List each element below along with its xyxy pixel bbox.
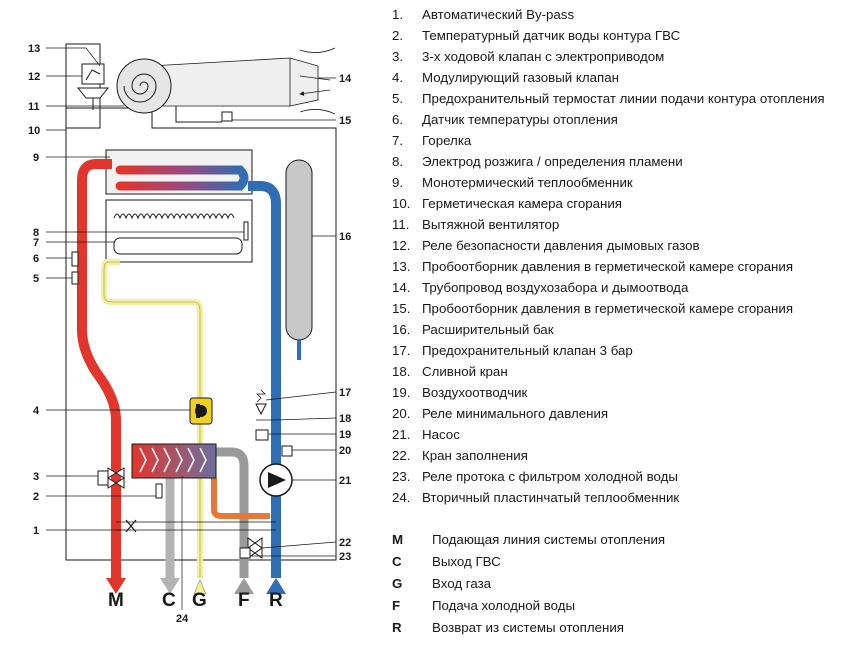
- flue-duct: [149, 57, 319, 107]
- burner: [113, 237, 243, 255]
- bypass-pipe: [116, 521, 276, 531]
- boiler-diagram: 13 12 11 10 9 8 7 6 5 4 3 2 1 14 15 16 1…: [28, 43, 352, 625]
- gas-inlet-arrow: [193, 579, 207, 595]
- label-R: R: [269, 590, 283, 611]
- return-inlet-arrow: [266, 578, 286, 594]
- ignition-electrode: [243, 221, 249, 241]
- flow-temperature-sensor: [71, 251, 79, 267]
- plate-hx-return-pipe: [211, 478, 270, 519]
- flow-switch: [239, 547, 251, 559]
- cold-water-pipe: [212, 447, 249, 578]
- label-M: M: [108, 590, 124, 611]
- pressure-tap: [221, 111, 233, 122]
- pipe-labels: M C G F R: [108, 590, 283, 611]
- heating-flow-pipe: [77, 159, 121, 578]
- callout-19: 19: [339, 429, 351, 441]
- burner-flames: [113, 213, 235, 220]
- callout-14: 14: [339, 73, 352, 85]
- pressure-switch-diaphragm: [76, 87, 110, 99]
- callout-5: 5: [33, 273, 39, 285]
- callout-8: 8: [33, 227, 39, 239]
- cold-water-arrow: [234, 578, 254, 594]
- heat-exchanger-coil: [115, 165, 249, 191]
- callout-leaders: [46, 47, 337, 610]
- flow-outlet-arrow: [106, 578, 126, 594]
- callout-numbers: 13 12 11 10 9 8 7 6 5 4 3 2 1 14 15 16 1…: [28, 43, 352, 625]
- callout-20: 20: [339, 445, 351, 457]
- callout-22: 22: [339, 537, 351, 549]
- callout-10: 10: [28, 125, 40, 137]
- callout-18: 18: [339, 413, 351, 425]
- callout-3: 3: [33, 471, 39, 483]
- callout-23: 23: [339, 551, 351, 563]
- callout-12: 12: [28, 71, 40, 83]
- callout-17: 17: [339, 387, 351, 399]
- callout-21: 21: [339, 475, 351, 487]
- callout-16: 16: [339, 231, 351, 243]
- callout-7: 7: [33, 237, 39, 249]
- callout-24: 24: [176, 613, 189, 625]
- dhw-temperature-sensor: [155, 483, 163, 499]
- callout-2: 2: [33, 491, 39, 503]
- fan-housing: [116, 58, 172, 114]
- dhw-outlet-arrow: [160, 578, 180, 594]
- min-pressure-switch: [281, 445, 293, 457]
- fan-icon: [123, 73, 157, 103]
- air-vent: [255, 429, 269, 441]
- callout-4: 4: [33, 405, 40, 417]
- plate-hx-plates: [139, 447, 207, 473]
- label-C: C: [162, 590, 176, 611]
- heating-return-pipe: [248, 181, 281, 578]
- safety-valve: [255, 403, 267, 416]
- expansion-tank: [285, 159, 313, 341]
- plate-heat-exchanger: [131, 443, 217, 479]
- bypass-valve: [125, 519, 137, 533]
- pressure-switch: [81, 63, 105, 85]
- pump-icon: [268, 472, 286, 488]
- boiler-casing: [65, 43, 101, 129]
- callout-1: 1: [33, 525, 39, 537]
- label-F: F: [238, 590, 250, 611]
- callout-9: 9: [33, 152, 39, 164]
- label-G: G: [192, 590, 207, 611]
- safety-thermostat: [71, 271, 79, 285]
- callout-6: 6: [33, 253, 39, 265]
- callout-11: 11: [28, 101, 40, 113]
- callout-15: 15: [339, 115, 351, 127]
- callout-13: 13: [28, 43, 40, 55]
- air-flow-arrows: [300, 47, 336, 115]
